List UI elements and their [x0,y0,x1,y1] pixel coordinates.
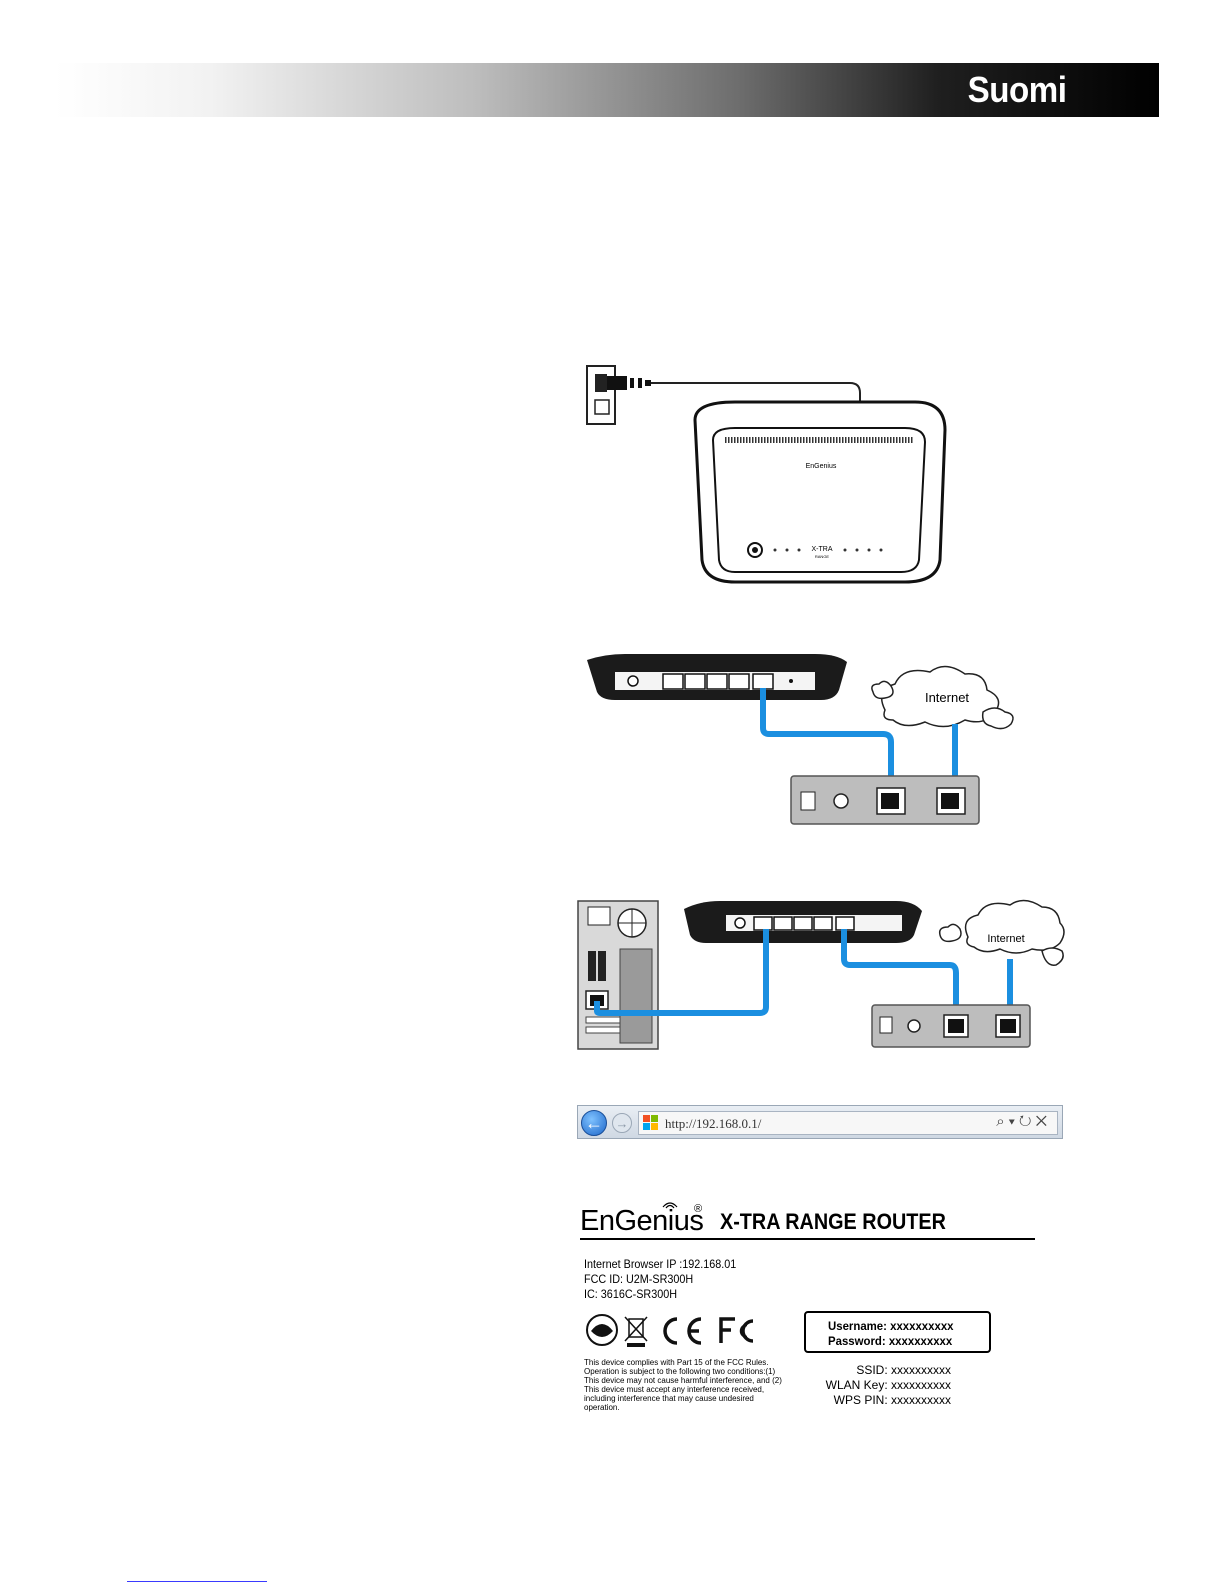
ie-page-icon [643,1115,659,1131]
address-tools: ⌕▾↻✕ [996,1113,1051,1130]
label-divider [580,1238,1035,1240]
fcc-id: FCC ID: U2M-SR300H [584,1272,694,1286]
router-rear [684,901,922,943]
search-icon[interactable]: ⌕ [996,1113,1009,1130]
password-line: Password: xxxxxxxxxx [828,1334,952,1348]
forward-arrow-icon[interactable]: → [612,1113,632,1133]
weee-bin-icon [624,1316,648,1347]
password-label: Password: [828,1334,886,1348]
url-field[interactable]: http://192.168.0.1/ ⌕▾↻✕ [638,1111,1058,1135]
internet-label: Internet [925,690,969,705]
power-cable [630,378,861,404]
language-title: Suomi [968,69,1067,110]
compliance-marks [586,1314,754,1347]
product-label: EnGenius ® X-TRA RANGE ROUTER Internet B… [575,1195,1045,1425]
router-rear [587,654,847,700]
internet-cloud: Internet [938,899,1065,966]
registered-mark: ® [694,1203,703,1215]
footer-link-underline [127,1581,267,1582]
modem [871,1004,1031,1048]
figure-lan-connection: Internet [577,899,1065,1050]
username-line: Username: xxxxxxxxxx [828,1319,954,1333]
router-model-text: X-TRA [812,546,833,553]
wps-pin: WPS PIN: xxxxxxxxxx [833,1393,951,1407]
browser-address-bar: ← → http://192.168.0.1/ ⌕▾↻✕ [577,1105,1063,1139]
computer-tower [577,900,659,1050]
figure-wan-connection: Internet [587,654,1014,825]
username-value: xxxxxxxxxx [890,1319,954,1333]
rohs-icon [586,1314,618,1346]
router-model-sub-text: RANGE [815,554,830,559]
router-front: EnGenius X-TRA RANGE [693,400,947,584]
url-text: http://192.168.0.1/ [665,1116,762,1131]
internet-label: Internet [987,933,1024,945]
refresh-icon[interactable]: ↻ [1018,1113,1036,1130]
ic-number: IC: 3616C-SR300H [584,1287,678,1301]
fcc-statement: This device complies with Part 15 of the… [584,1358,782,1412]
brand-logo: EnGenius [580,1205,704,1237]
username-label: Username: [828,1319,887,1333]
credentials-box: Username: xxxxxxxxxx Password: xxxxxxxxx… [804,1311,991,1353]
product-name: X-TRA RANGE ROUTER [720,1209,946,1234]
modem [790,775,980,825]
header-band: Suomi [55,63,1159,117]
wall-outlet [586,365,627,425]
browser-ip: Internet Browser IP :192.168.01 [584,1257,737,1271]
back-arrow-icon[interactable]: ← [581,1110,607,1136]
ce-mark-icon [663,1317,702,1345]
figure-power-connection: EnGenius X-TRA RANGE [586,365,947,584]
wlan-key: WLAN Key: xxxxxxxxxx [825,1378,951,1392]
close-icon[interactable]: ✕ [1035,1113,1051,1130]
ssid: SSID: xxxxxxxxxx [856,1363,951,1377]
router-brand-text: EnGenius [806,463,837,470]
wifi-signal-icon [662,1202,678,1209]
fcc-mark-icon [719,1317,754,1343]
password-value: xxxxxxxxxx [888,1334,953,1348]
dropdown-icon[interactable]: ▾ [1008,1113,1019,1130]
internet-cloud: Internet [871,665,1014,730]
